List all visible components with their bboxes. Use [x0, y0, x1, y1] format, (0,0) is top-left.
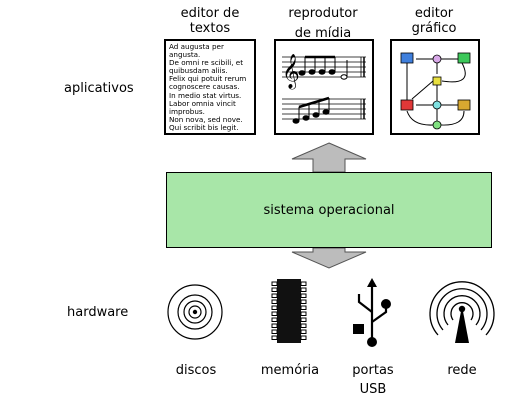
network-label: rede: [447, 363, 477, 378]
os-box: sistema operacional: [166, 172, 492, 248]
os-label: sistema operacional: [263, 202, 395, 218]
graphic-editor-window: [390, 39, 480, 135]
document-text: Ad augusta per angusta. De omni re scibi…: [169, 42, 247, 132]
lower-double-arrow: [291, 247, 367, 269]
music-score-icon: 𝄞: [282, 54, 366, 124]
disks-label: discos: [175, 363, 217, 378]
hardware-category-label: hardware: [67, 305, 129, 320]
svg-text:𝄞: 𝄞: [282, 54, 300, 90]
usb-icon: [353, 278, 391, 347]
network-antenna-icon: [429, 281, 495, 343]
text-editor-window: Ad augusta per angusta. De omni re scibi…: [164, 39, 256, 135]
apps-category-label: aplicativos: [64, 81, 134, 96]
media-player-window: 𝄞: [274, 39, 374, 135]
upper-double-arrow: [291, 142, 367, 173]
memory-label: memória: [260, 363, 320, 378]
graph-diagram-icon: [400, 52, 471, 130]
memory-chip-icon: [271, 279, 307, 343]
disc-icon: [167, 284, 223, 340]
